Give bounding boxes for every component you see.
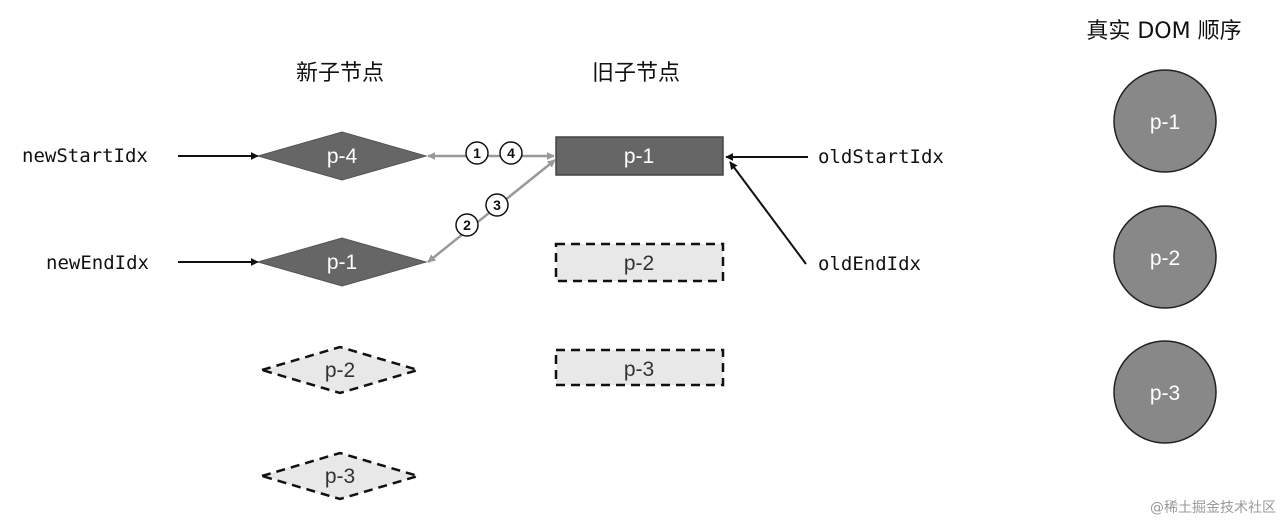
svg-text:1: 1 (473, 145, 481, 161)
dom-node-label: p-1 (1150, 111, 1180, 134)
old-end-pointer-arrow (729, 161, 807, 265)
dom-node-p3: p-3 (1113, 340, 1217, 444)
step-marker-3: 3 (485, 193, 509, 217)
step-marker-1: 1 (465, 141, 489, 165)
new-node-label: p-1 (327, 251, 357, 274)
dom-node-label: p-2 (1150, 247, 1180, 270)
new-node-p1: p-1 (256, 237, 428, 287)
svg-text:2: 2 (463, 217, 471, 233)
new-node-p2: p-2 (257, 345, 423, 395)
old-node-p1: p-1 (555, 136, 724, 176)
svg-text:3: 3 (493, 197, 501, 213)
old-start-idx-label: oldStartIdx (818, 146, 944, 168)
dom-node-p2: p-2 (1113, 205, 1217, 309)
dom-order-header: 真实 DOM 顺序 (1086, 19, 1241, 44)
new-node-p4: p-4 (256, 131, 428, 181)
dom-node-label: p-3 (1150, 382, 1180, 405)
old-children-header: 旧子节点 (592, 61, 680, 86)
watermark: @稀土掘金技术社区 (1150, 500, 1276, 516)
new-start-idx-label: newStartIdx (22, 145, 148, 167)
old-node-label: p-2 (624, 252, 654, 275)
old-end-idx-label: oldEndIdx (818, 253, 921, 275)
old-node-p2: p-2 (554, 242, 725, 283)
svg-text:4: 4 (507, 145, 515, 161)
dom-node-p1: p-1 (1113, 69, 1217, 173)
new-node-p3: p-3 (257, 451, 423, 501)
new-children-header: 新子节点 (296, 61, 384, 86)
old-node-p3: p-3 (554, 348, 725, 387)
new-node-label: p-4 (327, 145, 358, 168)
new-node-label: p-2 (325, 359, 355, 382)
step-marker-4: 4 (499, 141, 523, 165)
new-node-label: p-3 (325, 465, 355, 488)
old-node-label: p-3 (624, 358, 654, 381)
step-marker-2: 2 (455, 213, 479, 237)
old-node-label: p-1 (624, 145, 654, 168)
new-end-idx-label: newEndIdx (46, 252, 149, 274)
